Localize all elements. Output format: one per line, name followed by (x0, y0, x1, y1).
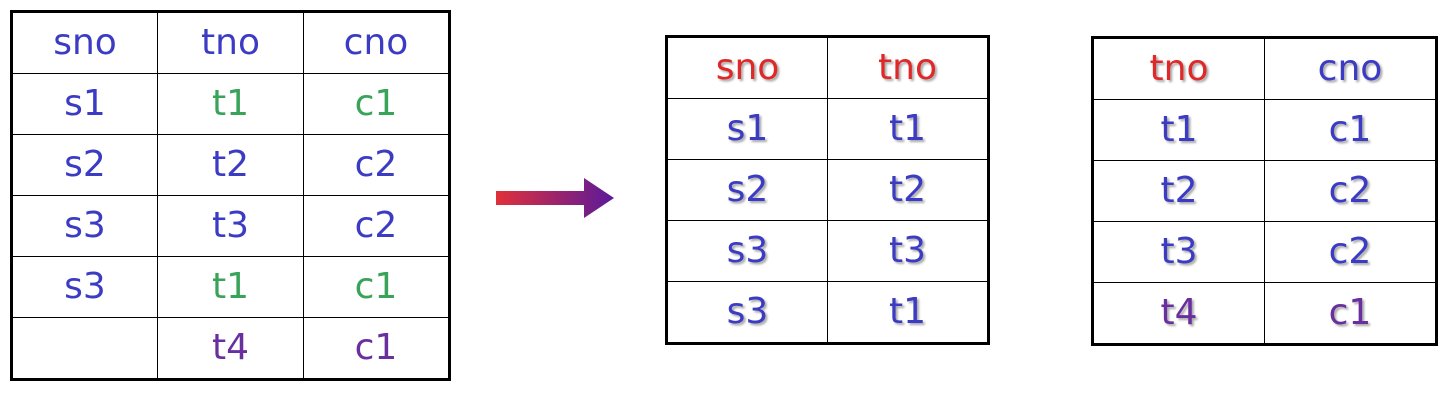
table-cell: s2 (666, 159, 828, 221)
header-row: tno cno (1092, 37, 1437, 100)
table-row: t4 c1 (1092, 282, 1437, 345)
table-cell: t2 (157, 134, 304, 196)
table-cell: s3 (11, 256, 158, 318)
table-row: s1 t1 (666, 98, 989, 160)
table-cell: t4 (157, 317, 304, 380)
table-cell: s3 (11, 195, 158, 257)
table-cell: c1 (303, 317, 450, 380)
table-cell: t3 (157, 195, 304, 257)
header-cell: tno (827, 36, 989, 99)
table-cell: c2 (1264, 221, 1437, 283)
table-row: s3 t1 (666, 281, 989, 344)
table-cell: s1 (666, 98, 828, 160)
table-row: t3 c2 (1092, 221, 1437, 283)
table-row: s1 t1 c1 (11, 73, 450, 135)
table-cell: s3 (666, 220, 828, 282)
table-cell: c1 (303, 73, 450, 135)
table-row: s2 t2 (666, 159, 989, 221)
header-row: sno tno cno (11, 11, 450, 74)
header-cell: cno (1264, 37, 1437, 100)
result-table-sno-tno: sno tno s1 t1 s2 t2 s3 t3 s3 t1 (665, 35, 990, 345)
table-cell: c1 (1264, 99, 1437, 161)
header-cell: tno (1092, 37, 1265, 100)
table-cell: t2 (827, 159, 989, 221)
header-cell: sno (11, 11, 158, 74)
table-row: s3 t3 (666, 220, 989, 282)
table-cell: s3 (666, 281, 828, 344)
table-row: t1 c1 (1092, 99, 1437, 161)
table-cell: s1 (11, 73, 158, 135)
table-cell: t3 (1092, 221, 1265, 283)
table-cell: t3 (827, 220, 989, 282)
header-cell: cno (303, 11, 450, 74)
right-arrow-icon (496, 178, 614, 218)
table-row: s3 t1 c1 (11, 256, 450, 318)
table-row: s2 t2 c2 (11, 134, 450, 196)
table-cell: t1 (827, 281, 989, 344)
table-cell: t1 (827, 98, 989, 160)
table-cell: c2 (303, 134, 450, 196)
table-cell: s2 (11, 134, 158, 196)
table-cell: t1 (1092, 99, 1265, 161)
table-cell: t1 (157, 73, 304, 135)
header-cell: sno (666, 36, 828, 99)
table-cell: t2 (1092, 160, 1265, 222)
header-row: sno tno (666, 36, 989, 99)
table-cell (11, 317, 158, 380)
table-cell: t4 (1092, 282, 1265, 345)
source-table: sno tno cno s1 t1 c1 s2 t2 c2 s3 t3 c2 s… (10, 10, 451, 381)
header-cell: tno (157, 11, 304, 74)
table-cell: t1 (157, 256, 304, 318)
table-row: t2 c2 (1092, 160, 1437, 222)
table-cell: c1 (1264, 282, 1437, 345)
table-cell: c2 (1264, 160, 1437, 222)
table-cell: c2 (303, 195, 450, 257)
result-table-tno-cno: tno cno t1 c1 t2 c2 t3 c2 t4 c1 (1091, 36, 1438, 346)
table-row: s3 t3 c2 (11, 195, 450, 257)
table-cell: c1 (303, 256, 450, 318)
table-row: t4 c1 (11, 317, 450, 380)
